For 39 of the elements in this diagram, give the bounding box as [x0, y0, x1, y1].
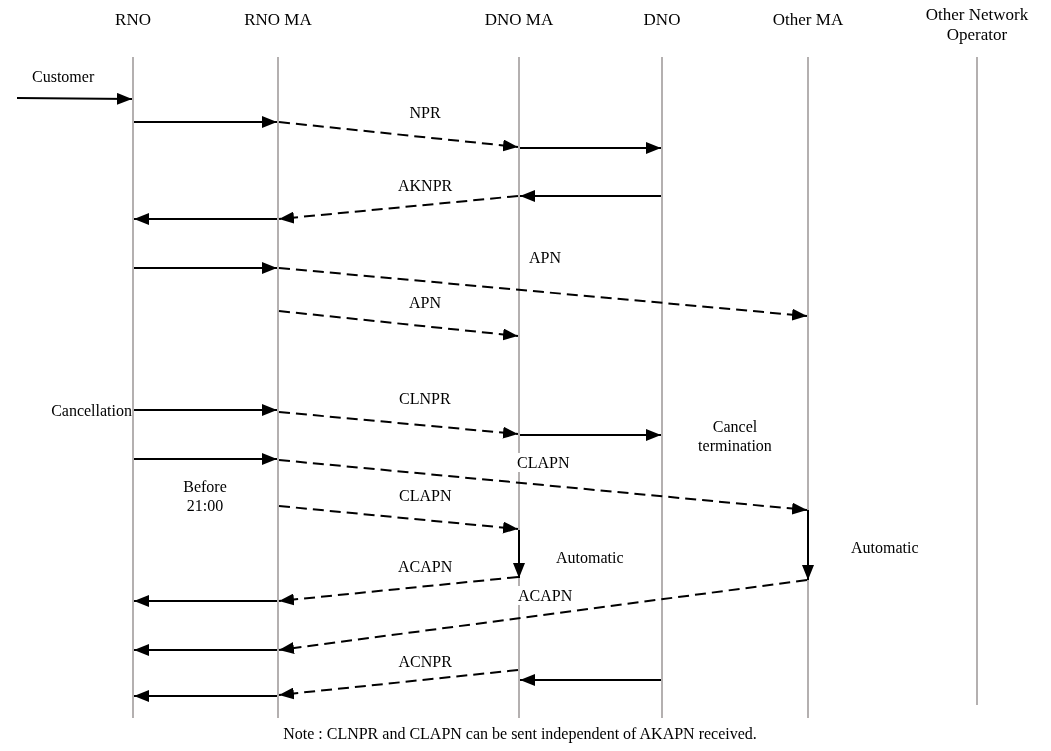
lifeline-heading: RNO [114, 10, 152, 30]
lifeline-heading: Other MA [771, 10, 845, 30]
lifeline [976, 57, 978, 705]
arrow [133, 595, 278, 607]
dashed-arrow [278, 459, 808, 515]
lifeline-heading: DNO MA [483, 10, 555, 30]
dashed-arrow [278, 267, 808, 321]
dashed-arrow [278, 310, 519, 341]
dashed-arrow [278, 669, 519, 700]
lifeline-heading: Other Network Operator [924, 5, 1030, 45]
dashed-arrow [278, 195, 519, 224]
dashed-arrow [278, 576, 519, 606]
lifeline [277, 57, 279, 718]
arrow [519, 429, 662, 441]
arrow [133, 213, 278, 225]
dashed-arrow [278, 579, 808, 654]
arrow [133, 404, 278, 416]
arrow [802, 509, 814, 581]
arrow [133, 262, 278, 274]
arrow [133, 690, 278, 702]
dashed-arrow [278, 121, 519, 152]
dashed-arrow [278, 411, 519, 439]
dashed-arrow [278, 505, 519, 534]
lifeline-heading: DNO [642, 10, 682, 30]
arrow [519, 674, 662, 686]
lifeline-heading: RNO MA [243, 10, 313, 30]
arrow [519, 190, 662, 202]
edge-label: ACAPN [518, 585, 573, 605]
edge-label: CLAPN [517, 452, 570, 472]
arrow [133, 644, 278, 656]
lifeline [661, 57, 663, 718]
lifeline [518, 57, 520, 718]
lifeline [132, 57, 134, 718]
arrow [133, 116, 278, 128]
arrow [513, 529, 525, 579]
arrow [519, 142, 662, 154]
arrow [16, 92, 133, 105]
arrow [133, 453, 278, 465]
lifeline [807, 57, 809, 718]
